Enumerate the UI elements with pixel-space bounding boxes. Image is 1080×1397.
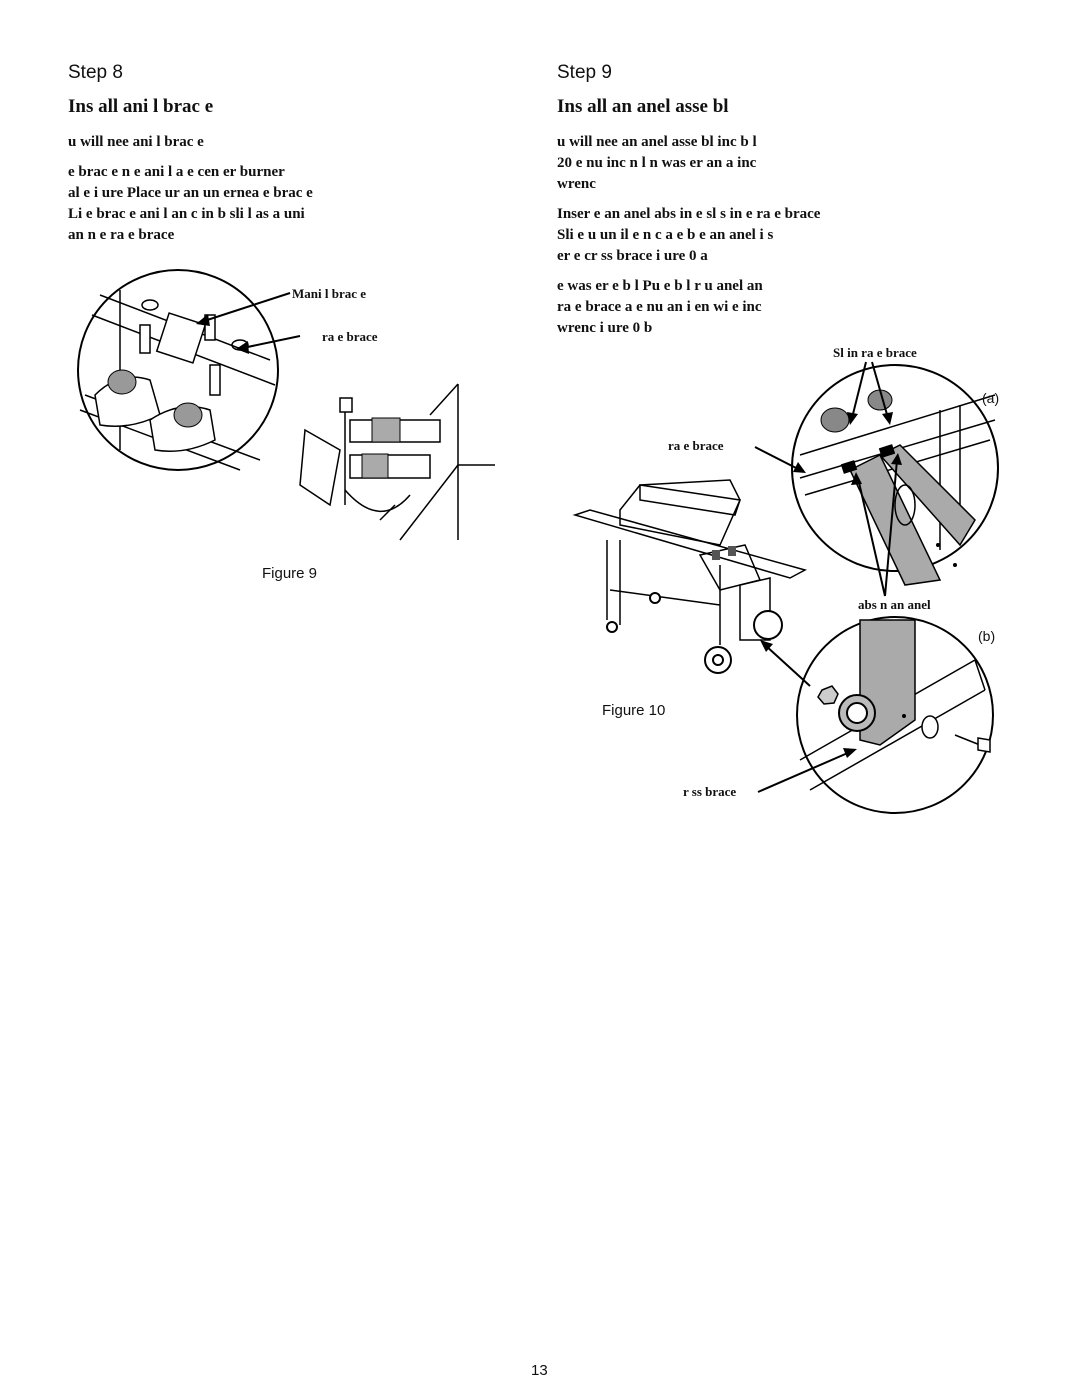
text-line: an n e ra e brace: [68, 227, 175, 243]
step-9-parts-needed: u will nee an anel asse bl inc b l 20 e …: [557, 132, 757, 195]
text-line: wrenc: [557, 176, 596, 192]
step-8-parts-needed: u will nee ani l brac e: [68, 132, 204, 153]
label-frame-brace: ra e brace: [322, 329, 378, 344]
text-line: ra e brace a e nu an i en wi e inc: [557, 299, 762, 315]
step-9-insert-instructions: Inser e an anel abs in e sl s in e ra e …: [557, 204, 820, 267]
step-9-title: Ins all an anel asse bl: [557, 96, 729, 117]
text-line: Inser e an anel abs in e sl s in e ra e …: [557, 206, 821, 222]
step-8-instructions: e brac e n e ani l a e cen er burner al …: [68, 162, 313, 246]
text-line: wrenc i ure 0 b: [557, 320, 653, 336]
text-line: 20 e nu inc n l n was er an a inc: [557, 155, 757, 171]
step-8-heading: Step 8: [68, 62, 123, 83]
step-9-bolt-instructions: e was er e b l Pu e b l r u anel an ra e…: [557, 276, 763, 339]
text-line: u will nee an anel asse bl inc b l: [557, 134, 757, 150]
label-manifold-bracket: Mani l brac e: [292, 286, 367, 301]
figure-9-caption: Figure 9: [262, 565, 318, 582]
text-line: er e cr ss brace i ure 0 a: [557, 248, 708, 264]
label-detail-a: (a): [982, 390, 1000, 406]
text-line: u will nee ani l brac e: [68, 134, 204, 150]
figure-10-caption: Figure 10: [602, 702, 666, 719]
step-8-title: Ins all ani l brac e: [68, 96, 214, 117]
label-slots-in-frame-brace: Sl in ra e brace: [833, 345, 917, 360]
label-cross-brace: r ss brace: [683, 784, 737, 799]
text-line: e brac e n e ani l a e cen er burner: [68, 164, 285, 180]
text-line: Sli e u un il e n c a e b e an anel i s: [557, 227, 774, 243]
label-detail-b: (b): [978, 628, 996, 644]
page-number: 13: [531, 1362, 548, 1379]
text-line: al e i ure Place ur an un ernea e brac e: [68, 185, 313, 201]
text-line: e was er e b l Pu e b l r u anel an: [557, 278, 763, 294]
label-tabs-on-fan-panel: abs n an anel: [858, 597, 931, 612]
label-frame-brace: ra e brace: [668, 438, 724, 453]
text-line: Li e brac e ani l an c in b sli l as a u…: [68, 206, 305, 222]
step-9-heading: Step 9: [557, 62, 612, 83]
